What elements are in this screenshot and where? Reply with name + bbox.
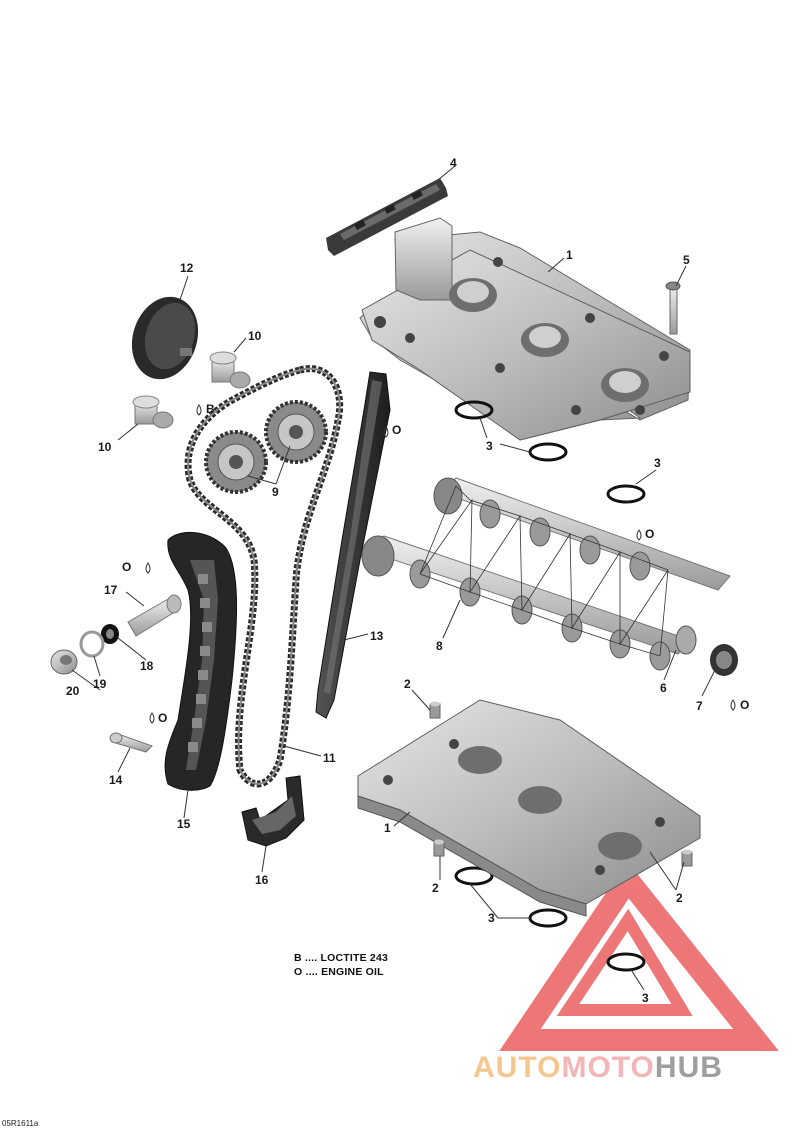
part-3-ring-b: [528, 442, 568, 462]
part-4-chain-guide-cover: [326, 178, 448, 256]
symbol-b: B: [206, 402, 215, 416]
callout-13: 13: [370, 629, 384, 643]
part-14-pivot-pin: [109, 732, 153, 753]
callout-16: 16: [255, 873, 269, 887]
legend-engine-oil: O .... ENGINE OIL: [294, 966, 384, 978]
symbol-o-5: O: [740, 698, 749, 712]
drop-icon-o4: [149, 712, 155, 724]
seal-rings: [454, 400, 646, 972]
part-2-dowel-c: [681, 849, 693, 867]
lobe-alignment-lines: [419, 485, 669, 657]
legend-loctite: B .... LOCTITE 243: [294, 952, 389, 964]
watermark-text-hub: HUB: [654, 1051, 723, 1084]
drop-symbols: [145, 404, 736, 724]
callout-2-b: 2: [432, 881, 439, 895]
part-11-timing-chain: [184, 365, 344, 788]
figure-id: 05R1611a: [2, 1119, 39, 1128]
watermark-logo: [499, 861, 779, 1051]
callout-7: 7: [696, 699, 703, 713]
leader-lines: [71, 165, 717, 991]
callout-3-a: 3: [486, 439, 493, 453]
callout-4: 4: [450, 156, 457, 170]
part-19-washer: [79, 630, 105, 658]
callout-1: 1: [566, 248, 573, 262]
callout-17: 17: [104, 583, 118, 597]
part-3-ring-d: [454, 866, 494, 886]
watermark-text-auto: AUTO: [473, 1051, 562, 1084]
part-20-plug: [50, 649, 78, 675]
part-1b-lower-camshaft-carrier: [357, 699, 701, 917]
part-15-tensioner-guide: [164, 531, 238, 791]
callout-12: 12: [180, 261, 194, 275]
callout-10-upper: 10: [248, 329, 262, 343]
callout-2-a: 2: [404, 677, 411, 691]
watermark-text-moto: MOTO: [561, 1051, 655, 1084]
part-18-spring-seal: [101, 624, 119, 644]
callout-1-b: 1: [384, 821, 391, 835]
callout-20: 20: [66, 684, 80, 698]
callout-6: 6: [660, 681, 667, 695]
callout-2-c: 2: [676, 891, 683, 905]
callout-5: 5: [683, 253, 690, 267]
part-3-ring-f: [606, 952, 646, 972]
callout-15: 15: [177, 817, 191, 831]
callout-8: 8: [436, 639, 443, 653]
part-3-ring-e: [528, 908, 568, 928]
callout-numbers: 4 1 5 12 10 10 9 3 3 8 6 7 13 11 17 18 1…: [66, 156, 703, 1005]
dowel-pins: [429, 701, 693, 867]
part-3-ring-c: [606, 484, 646, 504]
part-2-dowel-a: [429, 701, 441, 719]
part-5-bolt: [665, 281, 681, 335]
part-3-ring-a: [454, 400, 494, 420]
part-10-bushing-lower: [132, 395, 174, 429]
drop-icon-o1: [383, 426, 389, 438]
part-2-dowel-b: [433, 839, 445, 857]
part-7-camshaft-seal: [710, 644, 738, 676]
part-1-upper-camshaft-carrier: [359, 217, 691, 441]
callout-14: 14: [109, 773, 123, 787]
callout-10-lower: 10: [98, 440, 112, 454]
symbol-o-2: O: [645, 527, 654, 541]
callout-3-d: 3: [642, 991, 649, 1005]
callout-3-b: 3: [654, 456, 661, 470]
symbol-o-4: O: [158, 711, 167, 725]
part-9-sprockets: [204, 400, 328, 494]
part-17-tensioner-plunger: [127, 594, 182, 637]
drop-icon-o5: [730, 699, 736, 711]
callout-3-c: 3: [488, 911, 495, 925]
callout-18: 18: [140, 659, 154, 673]
callout-9: 9: [272, 485, 279, 499]
part-8b-intake-camshaft: [433, 477, 731, 591]
drop-letters: B O O O O O: [122, 402, 749, 725]
drop-icon-o2: [636, 529, 642, 541]
callout-19: 19: [93, 677, 107, 691]
symbol-o-3: O: [122, 560, 131, 574]
callout-11: 11: [323, 751, 336, 765]
part-10-bushing-upper: [209, 351, 251, 389]
watermark-text: AUTOMOTOHUB: [473, 1051, 723, 1085]
part-12-cam-cover: [131, 296, 199, 380]
drop-icon-o3: [145, 562, 151, 574]
drop-icon-b: [196, 404, 202, 416]
part-13-chain-guide: [315, 371, 391, 719]
part-16-lower-guide: [241, 775, 305, 847]
symbol-o-1: O: [392, 423, 401, 437]
